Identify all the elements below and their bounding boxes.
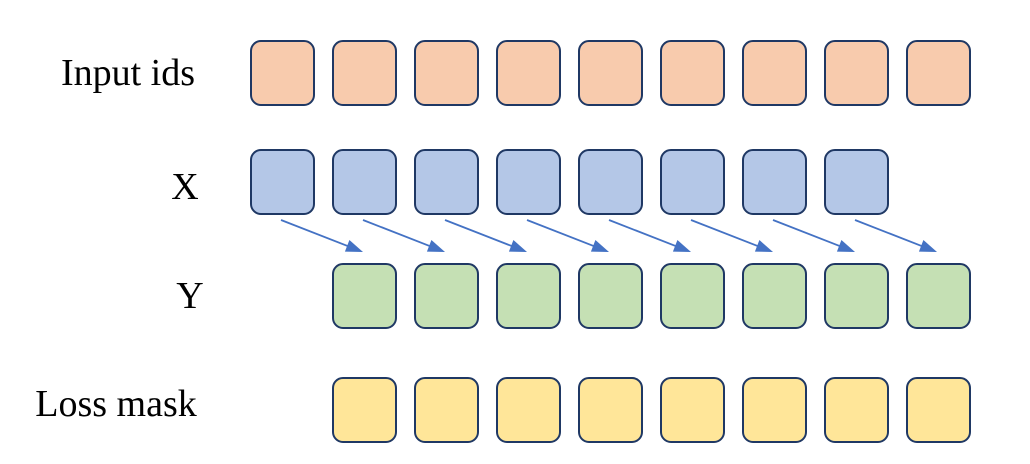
row-label-loss-mask: Loss mask [35,383,197,425]
x-cell [414,149,479,215]
input-ids-cell [578,40,643,106]
x-cell [742,149,807,215]
input-ids-cell [660,40,725,106]
x-to-y-arrow-line [280,219,350,248]
loss-mask-cell [824,377,889,443]
y-cell [332,263,397,329]
x-to-y-arrowhead-icon [508,240,527,252]
row-label-x: X [171,166,199,208]
x-to-y-arrowhead-icon [590,240,609,252]
input-ids-cell [824,40,889,106]
row-label-input-ids: Input ids [60,52,196,94]
x-cell [824,149,889,215]
loss-mask-cell [742,377,807,443]
x-cell [332,149,397,215]
x-to-y-arrowhead-icon [754,240,773,252]
input-ids-cell [496,40,561,106]
x-cell [496,149,561,215]
y-cell [496,263,561,329]
y-cell [906,263,971,329]
y-cell [742,263,807,329]
x-to-y-arrowhead-icon [918,240,937,252]
input-ids-cell [742,40,807,106]
loss-mask-cell [578,377,643,443]
loss-mask-cell [414,377,479,443]
loss-mask-cell [332,377,397,443]
x-to-y-arrowhead-icon [672,240,691,252]
input-ids-cell [250,40,315,106]
y-cell [414,263,479,329]
x-to-y-arrow-line [608,219,678,248]
y-cell [660,263,725,329]
input-ids-cell [414,40,479,106]
input-ids-cell [906,40,971,106]
loss-mask-cell [660,377,725,443]
x-cell [578,149,643,215]
x-to-y-arrowhead-icon [344,240,363,252]
loss-mask-cell [906,377,971,443]
input-ids-cell [332,40,397,106]
row-label-y: Y [176,275,204,317]
x-to-y-arrow-line [690,219,760,248]
loss-mask-cell [496,377,561,443]
x-cell [660,149,725,215]
x-to-y-arrow-line [444,219,514,248]
x-to-y-arrowhead-icon [426,240,445,252]
x-to-y-arrowhead-icon [836,240,855,252]
y-cell [824,263,889,329]
x-to-y-arrow-line [772,219,842,248]
y-cell [578,263,643,329]
x-to-y-arrow-line [854,219,924,248]
x-cell [250,149,315,215]
x-to-y-arrow-line [526,219,596,248]
x-to-y-arrow-line [362,219,432,248]
